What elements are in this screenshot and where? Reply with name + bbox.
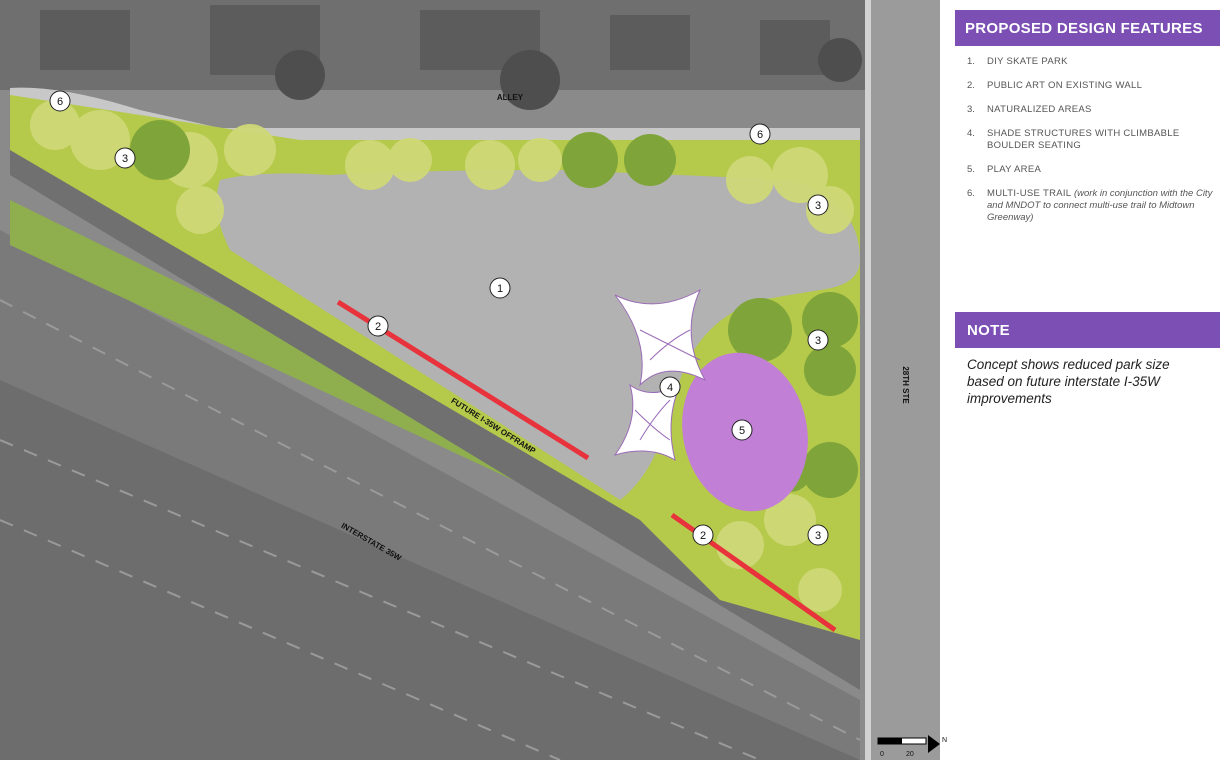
feature-item: 1.DIY SKATE PARK — [967, 56, 1068, 67]
svg-text:3: 3 — [815, 335, 821, 347]
street-label: 28TH STE — [901, 366, 910, 404]
marker-6-east: 6 — [749, 123, 771, 145]
svg-text:20: 20 — [906, 751, 914, 758]
marker-2-north: 2 — [367, 315, 389, 337]
feature-item: 3.NATURALIZED AREAS — [967, 104, 1092, 115]
svg-text:2: 2 — [375, 321, 381, 333]
marker-2-south: 2 — [692, 524, 714, 546]
marker-3-west: 3 — [114, 147, 136, 169]
feature-note: (work in conjunction with the City and M… — [987, 188, 1213, 223]
feature-item: 6.MULTI-USE TRAIL (work in conjunction w… — [967, 188, 1213, 223]
feature-text: MULTI-USE TRAIL — [987, 188, 1072, 199]
skate-park-area — [216, 170, 860, 500]
marker-1: 1 — [489, 277, 511, 299]
site-plan-map: ALLEY 28TH STE FUTURE I-35W OFFRAMP INTE… — [0, 0, 940, 760]
north-arrow-icon — [928, 735, 940, 753]
shade-structure-north — [614, 288, 707, 387]
svg-text:6: 6 — [757, 129, 763, 141]
north-label: N — [942, 737, 948, 744]
marker-6-west: 6 — [49, 90, 71, 112]
feature-item: 5.PLAY AREA — [967, 164, 1042, 175]
marker-3-southeast: 3 — [807, 524, 829, 546]
svg-text:3: 3 — [815, 530, 821, 542]
marker-3-east: 3 — [807, 329, 829, 351]
svg-text:4: 4 — [667, 382, 673, 394]
feature-item: 4.SHADE STRUCTURES WITH CLIMBABLE BOULDE… — [967, 128, 1180, 151]
svg-text:6: 6 — [57, 96, 63, 108]
note-header: NOTE — [955, 312, 1220, 348]
design-features-header: PROPOSED DESIGN FEATURES — [955, 10, 1220, 46]
svg-text:5: 5 — [739, 425, 745, 437]
note-text: Concept shows reduced park size based on… — [967, 357, 1170, 406]
scale-bar: 0 20 — [877, 737, 927, 758]
alley-label: ALLEY — [497, 93, 524, 102]
street-28th — [868, 0, 940, 760]
marker-4: 4 — [659, 376, 681, 398]
marker-3-northeast: 3 — [807, 194, 829, 216]
svg-text:3: 3 — [122, 153, 128, 165]
svg-text:0: 0 — [880, 751, 884, 758]
feature-item: 2.PUBLIC ART ON EXISTING WALL — [967, 80, 1143, 91]
tree-canopy-group — [30, 100, 854, 612]
design-features-list: 1.DIY SKATE PARK 2.PUBLIC ART ON EXISTIN… — [967, 56, 1217, 236]
svg-text:1: 1 — [497, 283, 503, 295]
marker-5: 5 — [731, 419, 753, 441]
svg-text:2: 2 — [700, 530, 706, 542]
legend-panel: PROPOSED DESIGN FEATURES 1.DIY SKATE PAR… — [955, 0, 1220, 760]
svg-text:3: 3 — [815, 200, 821, 212]
